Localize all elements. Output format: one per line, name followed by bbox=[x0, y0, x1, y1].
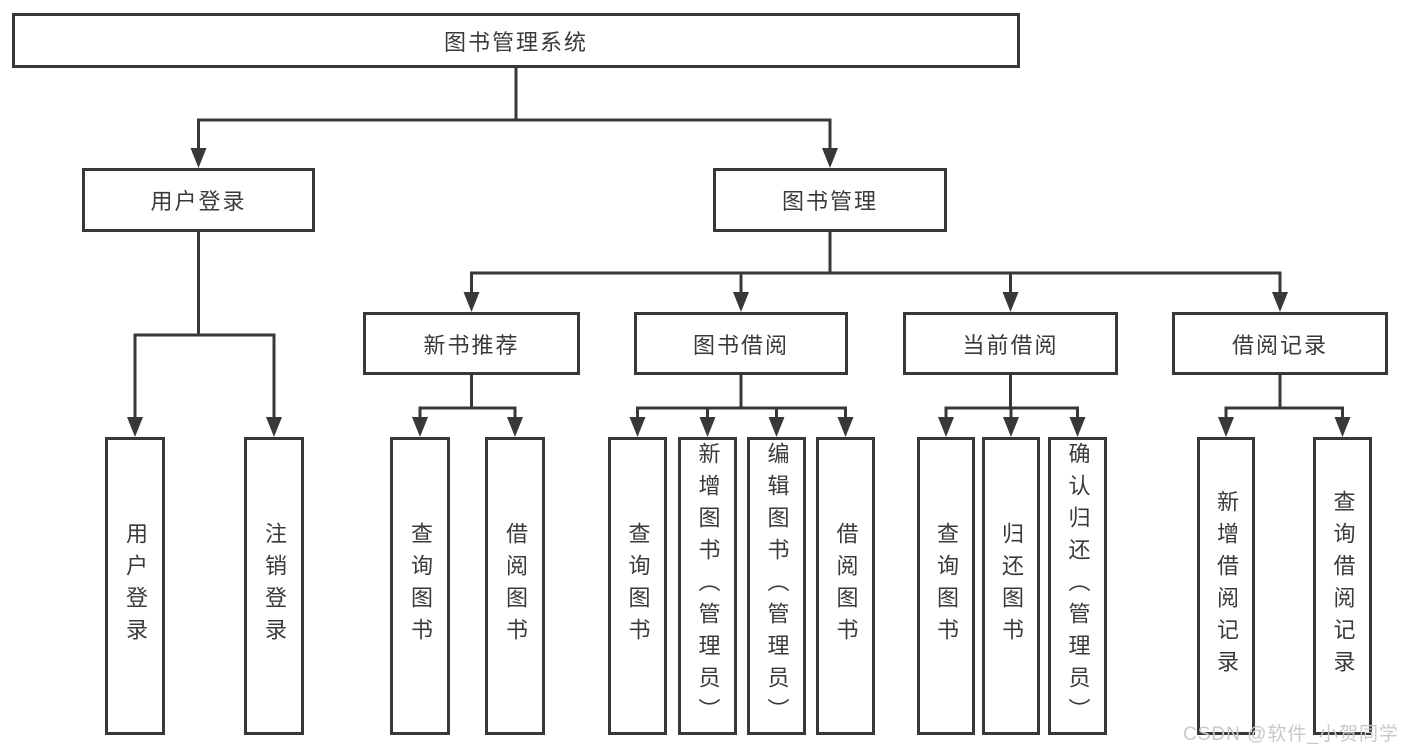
leaf-logout: 注销登录 bbox=[244, 437, 304, 735]
node-library-management-system: 图书管理系统 bbox=[12, 13, 1020, 68]
arrowhead-group bbox=[127, 148, 1351, 437]
leaf-current-return-books: 归还图书 bbox=[982, 437, 1040, 735]
leaf-recommend-query-books: 查询图书 bbox=[390, 437, 450, 735]
leaf-current-query-books: 查询图书 bbox=[917, 437, 975, 735]
leaf-borrowing-borrow-books: 借阅图书 bbox=[816, 437, 875, 735]
node-borrowing-records: 借阅记录 bbox=[1172, 312, 1388, 375]
leaf-borrowing-query-books: 查询图书 bbox=[608, 437, 667, 735]
node-current-borrowing: 当前借阅 bbox=[903, 312, 1118, 375]
node-user-login-branch: 用户登录 bbox=[82, 168, 315, 232]
leaf-user-login: 用户登录 bbox=[105, 437, 165, 735]
csdn-watermark: CSDN @软件_小贺同学 bbox=[1183, 724, 1399, 745]
node-new-book-recommendation: 新书推荐 bbox=[363, 312, 580, 375]
leaf-borrowing-add-books-admin: 新增图书（管理员） bbox=[678, 437, 737, 735]
node-book-management-branch: 图书管理 bbox=[713, 168, 947, 232]
leaf-records-add-borrow-record: 新增借阅记录 bbox=[1197, 437, 1255, 735]
node-book-borrowing: 图书借阅 bbox=[634, 312, 848, 375]
leaf-borrowing-edit-books-admin: 编辑图书（管理员） bbox=[747, 437, 806, 735]
leaf-records-query-borrow-record: 查询借阅记录 bbox=[1313, 437, 1372, 735]
leaf-current-confirm-return-admin: 确认归还（管理员） bbox=[1048, 437, 1107, 735]
leaf-recommend-borrow-books: 借阅图书 bbox=[485, 437, 545, 735]
